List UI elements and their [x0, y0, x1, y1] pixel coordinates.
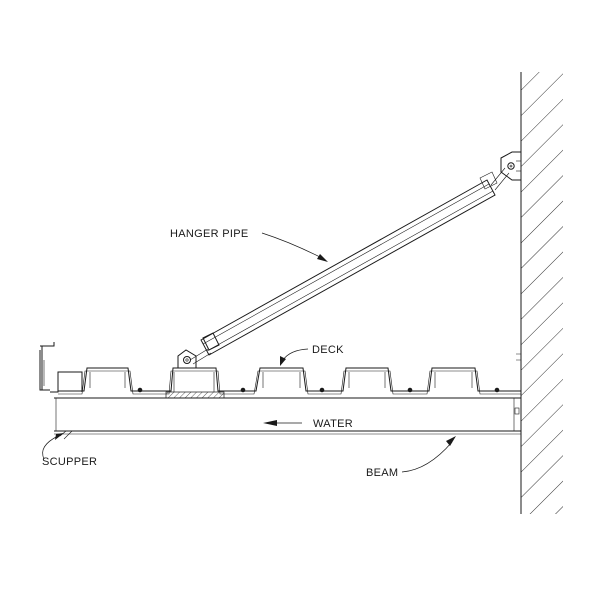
scupper-leader-arrow [55, 433, 64, 440]
hanger-pipe-leader-arrow [317, 254, 328, 262]
water-flow-arrow [263, 420, 302, 426]
scupper-outlet [59, 430, 73, 440]
beam-label: BEAM [366, 467, 398, 479]
hanger-pipe [189, 167, 510, 365]
deck-label: DECK [312, 344, 344, 356]
wall [520, 72, 563, 514]
beam-leader-arrow [446, 436, 456, 446]
base-plate [165, 372, 225, 399]
deck-leader [282, 348, 309, 361]
pipe-base-bracket [177, 349, 197, 368]
deck-profile [58, 353, 521, 395]
scupper-label: SCUPPER [42, 456, 97, 468]
scupper-leader [42, 435, 59, 460]
hanger-pipe-leader [261, 232, 323, 259]
deck-leader-arrow [280, 356, 286, 366]
beam [54, 397, 521, 435]
scupper-fascia [39, 342, 83, 393]
beam-leader [401, 441, 453, 473]
wall-bracket [500, 151, 522, 181]
water-label: WATER [313, 418, 353, 430]
hanger-pipe-label: HANGER PIPE [170, 228, 249, 240]
